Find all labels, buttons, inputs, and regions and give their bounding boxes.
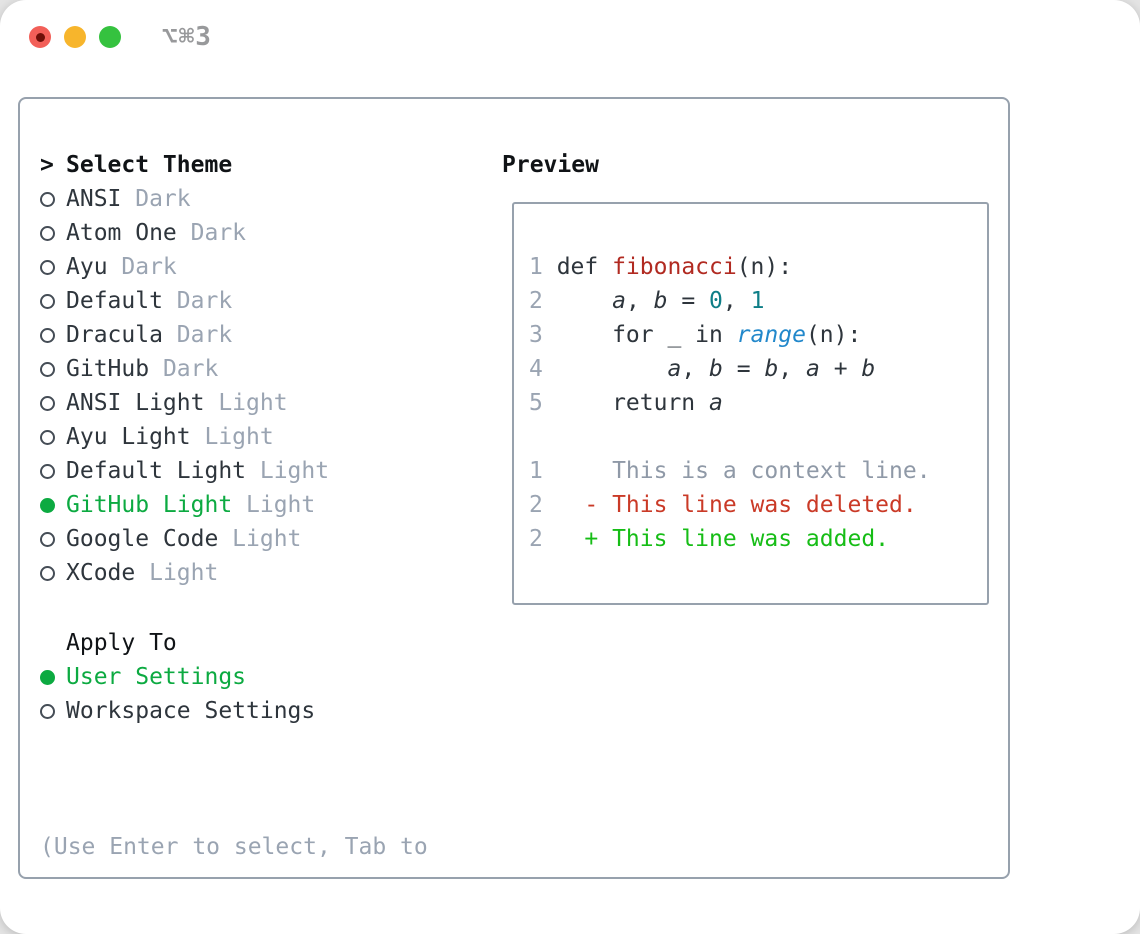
theme-list-heading: Select Theme bbox=[66, 152, 233, 178]
option-variant-tag: Dark bbox=[135, 186, 191, 212]
close-button-dot-icon bbox=[35, 32, 45, 42]
radio-unselected-icon bbox=[40, 703, 66, 719]
line-number: 2 bbox=[529, 526, 557, 552]
theme-option-ansi[interactable]: ANSI Dark bbox=[40, 182, 329, 216]
prompt-icon: > bbox=[40, 152, 54, 178]
apply-option-workspace-settings[interactable]: Workspace Settings bbox=[40, 694, 315, 728]
minimize-button[interactable] bbox=[64, 26, 86, 48]
option-variant-tag: Dark bbox=[176, 322, 233, 348]
theme-option-default[interactable]: Default Dark bbox=[40, 284, 329, 318]
radio-unselected-icon bbox=[40, 191, 66, 207]
option-label: Default bbox=[66, 288, 163, 314]
radio-unselected-icon bbox=[40, 225, 66, 241]
line-number: 3 bbox=[529, 322, 557, 348]
code-content: def fibonacci(n): bbox=[556, 254, 793, 280]
radio-unselected-icon bbox=[40, 429, 66, 445]
radio-unselected-icon bbox=[40, 531, 66, 547]
option-label: ANSI Light bbox=[66, 390, 205, 416]
option-label: Ayu bbox=[66, 254, 108, 280]
maximize-button[interactable] bbox=[99, 26, 121, 48]
theme-list-heading-row: > Select Theme bbox=[40, 148, 329, 182]
apply-option-user-settings[interactable]: User Settings bbox=[40, 660, 315, 694]
option-label: User Settings bbox=[66, 664, 247, 690]
radio-unselected-icon bbox=[40, 259, 66, 275]
code-line bbox=[529, 420, 987, 454]
close-button[interactable] bbox=[29, 26, 51, 48]
radio-selected-icon bbox=[40, 669, 66, 685]
theme-option-ansi-light[interactable]: ANSI Light Light bbox=[40, 386, 329, 420]
option-variant-tag: Dark bbox=[176, 288, 233, 314]
option-label: Dracula bbox=[66, 322, 163, 348]
theme-option-atom-one[interactable]: Atom One Dark bbox=[40, 216, 329, 250]
theme-option-github[interactable]: GitHub Dark bbox=[40, 352, 329, 386]
title-bar: ⌥⌘3 bbox=[0, 0, 1140, 74]
theme-option-xcode[interactable]: XCode Light bbox=[40, 556, 329, 590]
line-number: 5 bbox=[529, 390, 557, 416]
option-label: GitHub Light bbox=[66, 492, 233, 518]
radio-unselected-icon bbox=[40, 463, 66, 479]
theme-option-github-light[interactable]: GitHub Light Light bbox=[40, 488, 329, 522]
theme-option-ayu-light[interactable]: Ayu Light Light bbox=[40, 420, 329, 454]
code-content: a, b = 0, 1 bbox=[612, 288, 765, 314]
radio-unselected-icon bbox=[40, 361, 66, 377]
option-variant-tag: Light bbox=[259, 458, 330, 484]
option-label: ANSI bbox=[66, 186, 122, 212]
code-line: 2 - This line was deleted. bbox=[529, 488, 987, 522]
keyboard-hint: (Use Enter to select, Tab to change focu… bbox=[40, 762, 428, 934]
code-content: + This line was added. bbox=[556, 526, 890, 552]
code-line: 2 + This line was added. bbox=[529, 522, 987, 556]
option-label: Ayu Light bbox=[66, 424, 191, 450]
radio-unselected-icon bbox=[40, 565, 66, 581]
option-variant-tag: Light bbox=[218, 390, 288, 416]
code-content: a, b = b, a + b bbox=[667, 356, 876, 382]
line-number: 4 bbox=[529, 356, 557, 382]
option-variant-tag: Dark bbox=[162, 356, 219, 382]
code-line: 1 This is a context line. bbox=[529, 454, 987, 488]
apply-to-heading-row: Apply To bbox=[40, 626, 315, 660]
radio-unselected-icon bbox=[40, 327, 66, 343]
preview-heading: Preview bbox=[502, 152, 599, 178]
option-label: Google Code bbox=[66, 526, 219, 552]
option-variant-tag: Dark bbox=[121, 254, 177, 280]
code-content: This is a context line. bbox=[556, 458, 931, 484]
line-number: 2 bbox=[529, 288, 557, 314]
radio-unselected-icon bbox=[40, 293, 66, 309]
code-line: 2 a, b = 0, 1 bbox=[529, 284, 987, 318]
line-number bbox=[529, 424, 557, 450]
theme-option-ayu[interactable]: Ayu Dark bbox=[40, 250, 329, 284]
option-variant-tag: Light bbox=[204, 424, 274, 450]
theme-option-dracula[interactable]: Dracula Dark bbox=[40, 318, 329, 352]
keyboard-hint-line-1: (Use Enter to select, Tab to bbox=[40, 834, 428, 860]
option-label: Default Light bbox=[66, 458, 247, 484]
option-variant-tag: Light bbox=[149, 560, 219, 586]
radio-selected-icon bbox=[40, 497, 66, 513]
line-number: 2 bbox=[529, 492, 557, 518]
code-line: 4 a, b = b, a + b bbox=[529, 352, 987, 386]
apply-to-heading: Apply To bbox=[66, 630, 177, 656]
theme-option-google-code[interactable]: Google Code Light bbox=[40, 522, 329, 556]
code-content: return a bbox=[556, 390, 723, 416]
code-line: 3 for _ in range(n): bbox=[529, 318, 987, 352]
theme-option-default-light[interactable]: Default Light Light bbox=[40, 454, 329, 488]
radio-unselected-icon bbox=[40, 395, 66, 411]
option-label: Atom One bbox=[66, 220, 177, 246]
window-title-shortcut: ⌥⌘3 bbox=[162, 22, 212, 52]
option-variant-tag: Dark bbox=[190, 220, 247, 246]
code-line: 1 def fibonacci(n): bbox=[529, 250, 987, 284]
option-label: XCode bbox=[66, 560, 136, 586]
option-variant-tag: Light bbox=[232, 526, 302, 552]
code-line: 5 return a bbox=[529, 386, 987, 420]
option-variant-tag: Light bbox=[246, 492, 316, 518]
line-number: 1 bbox=[529, 254, 557, 280]
code-content: for _ in range(n): bbox=[556, 322, 862, 348]
option-label: GitHub bbox=[66, 356, 150, 382]
line-number: 1 bbox=[529, 458, 557, 484]
code-content: - This line was deleted. bbox=[556, 492, 917, 518]
option-label: Workspace Settings bbox=[66, 698, 316, 724]
